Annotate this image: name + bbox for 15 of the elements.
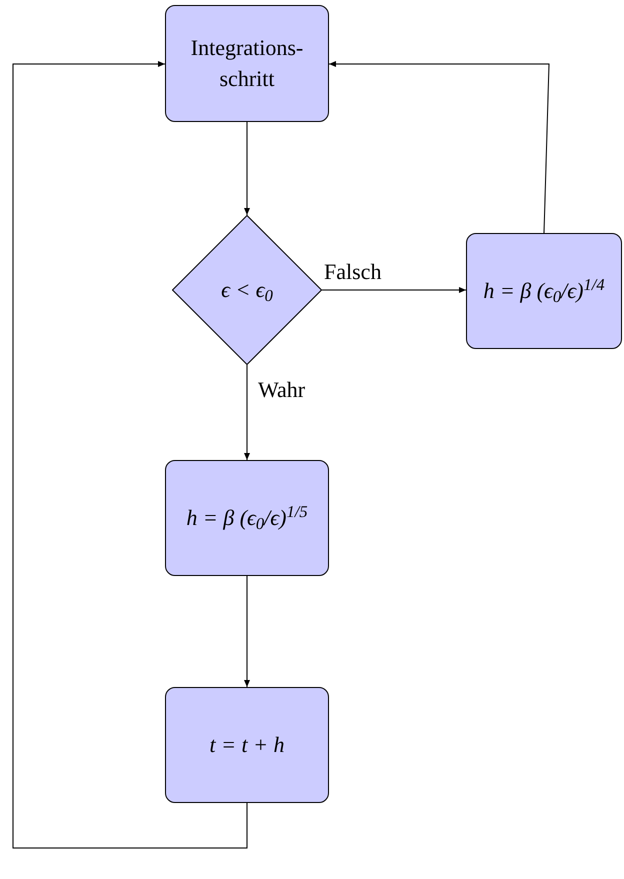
arrow — [328, 61, 550, 234]
arrow — [244, 122, 250, 216]
node-text: ϵ < ϵ$_{0}$ — [221, 276, 273, 306]
process-box — [165, 5, 329, 122]
node-text: h = β (ϵ$_{0}$/ϵ)$^{1/4}$ — [483, 276, 605, 306]
arrow — [12, 61, 248, 848]
arrow — [244, 576, 250, 688]
arrow — [244, 364, 250, 460]
arrow — [322, 287, 466, 293]
process-box — [165, 460, 329, 576]
node-text: h = β (ϵ$_{0}$/ϵ)$^{1/5}$ — [186, 502, 308, 534]
node-text: Integrations-schritt — [190, 34, 304, 92]
process-box — [165, 687, 329, 803]
process-box — [466, 233, 622, 349]
node-text: t = t + h — [210, 730, 284, 759]
